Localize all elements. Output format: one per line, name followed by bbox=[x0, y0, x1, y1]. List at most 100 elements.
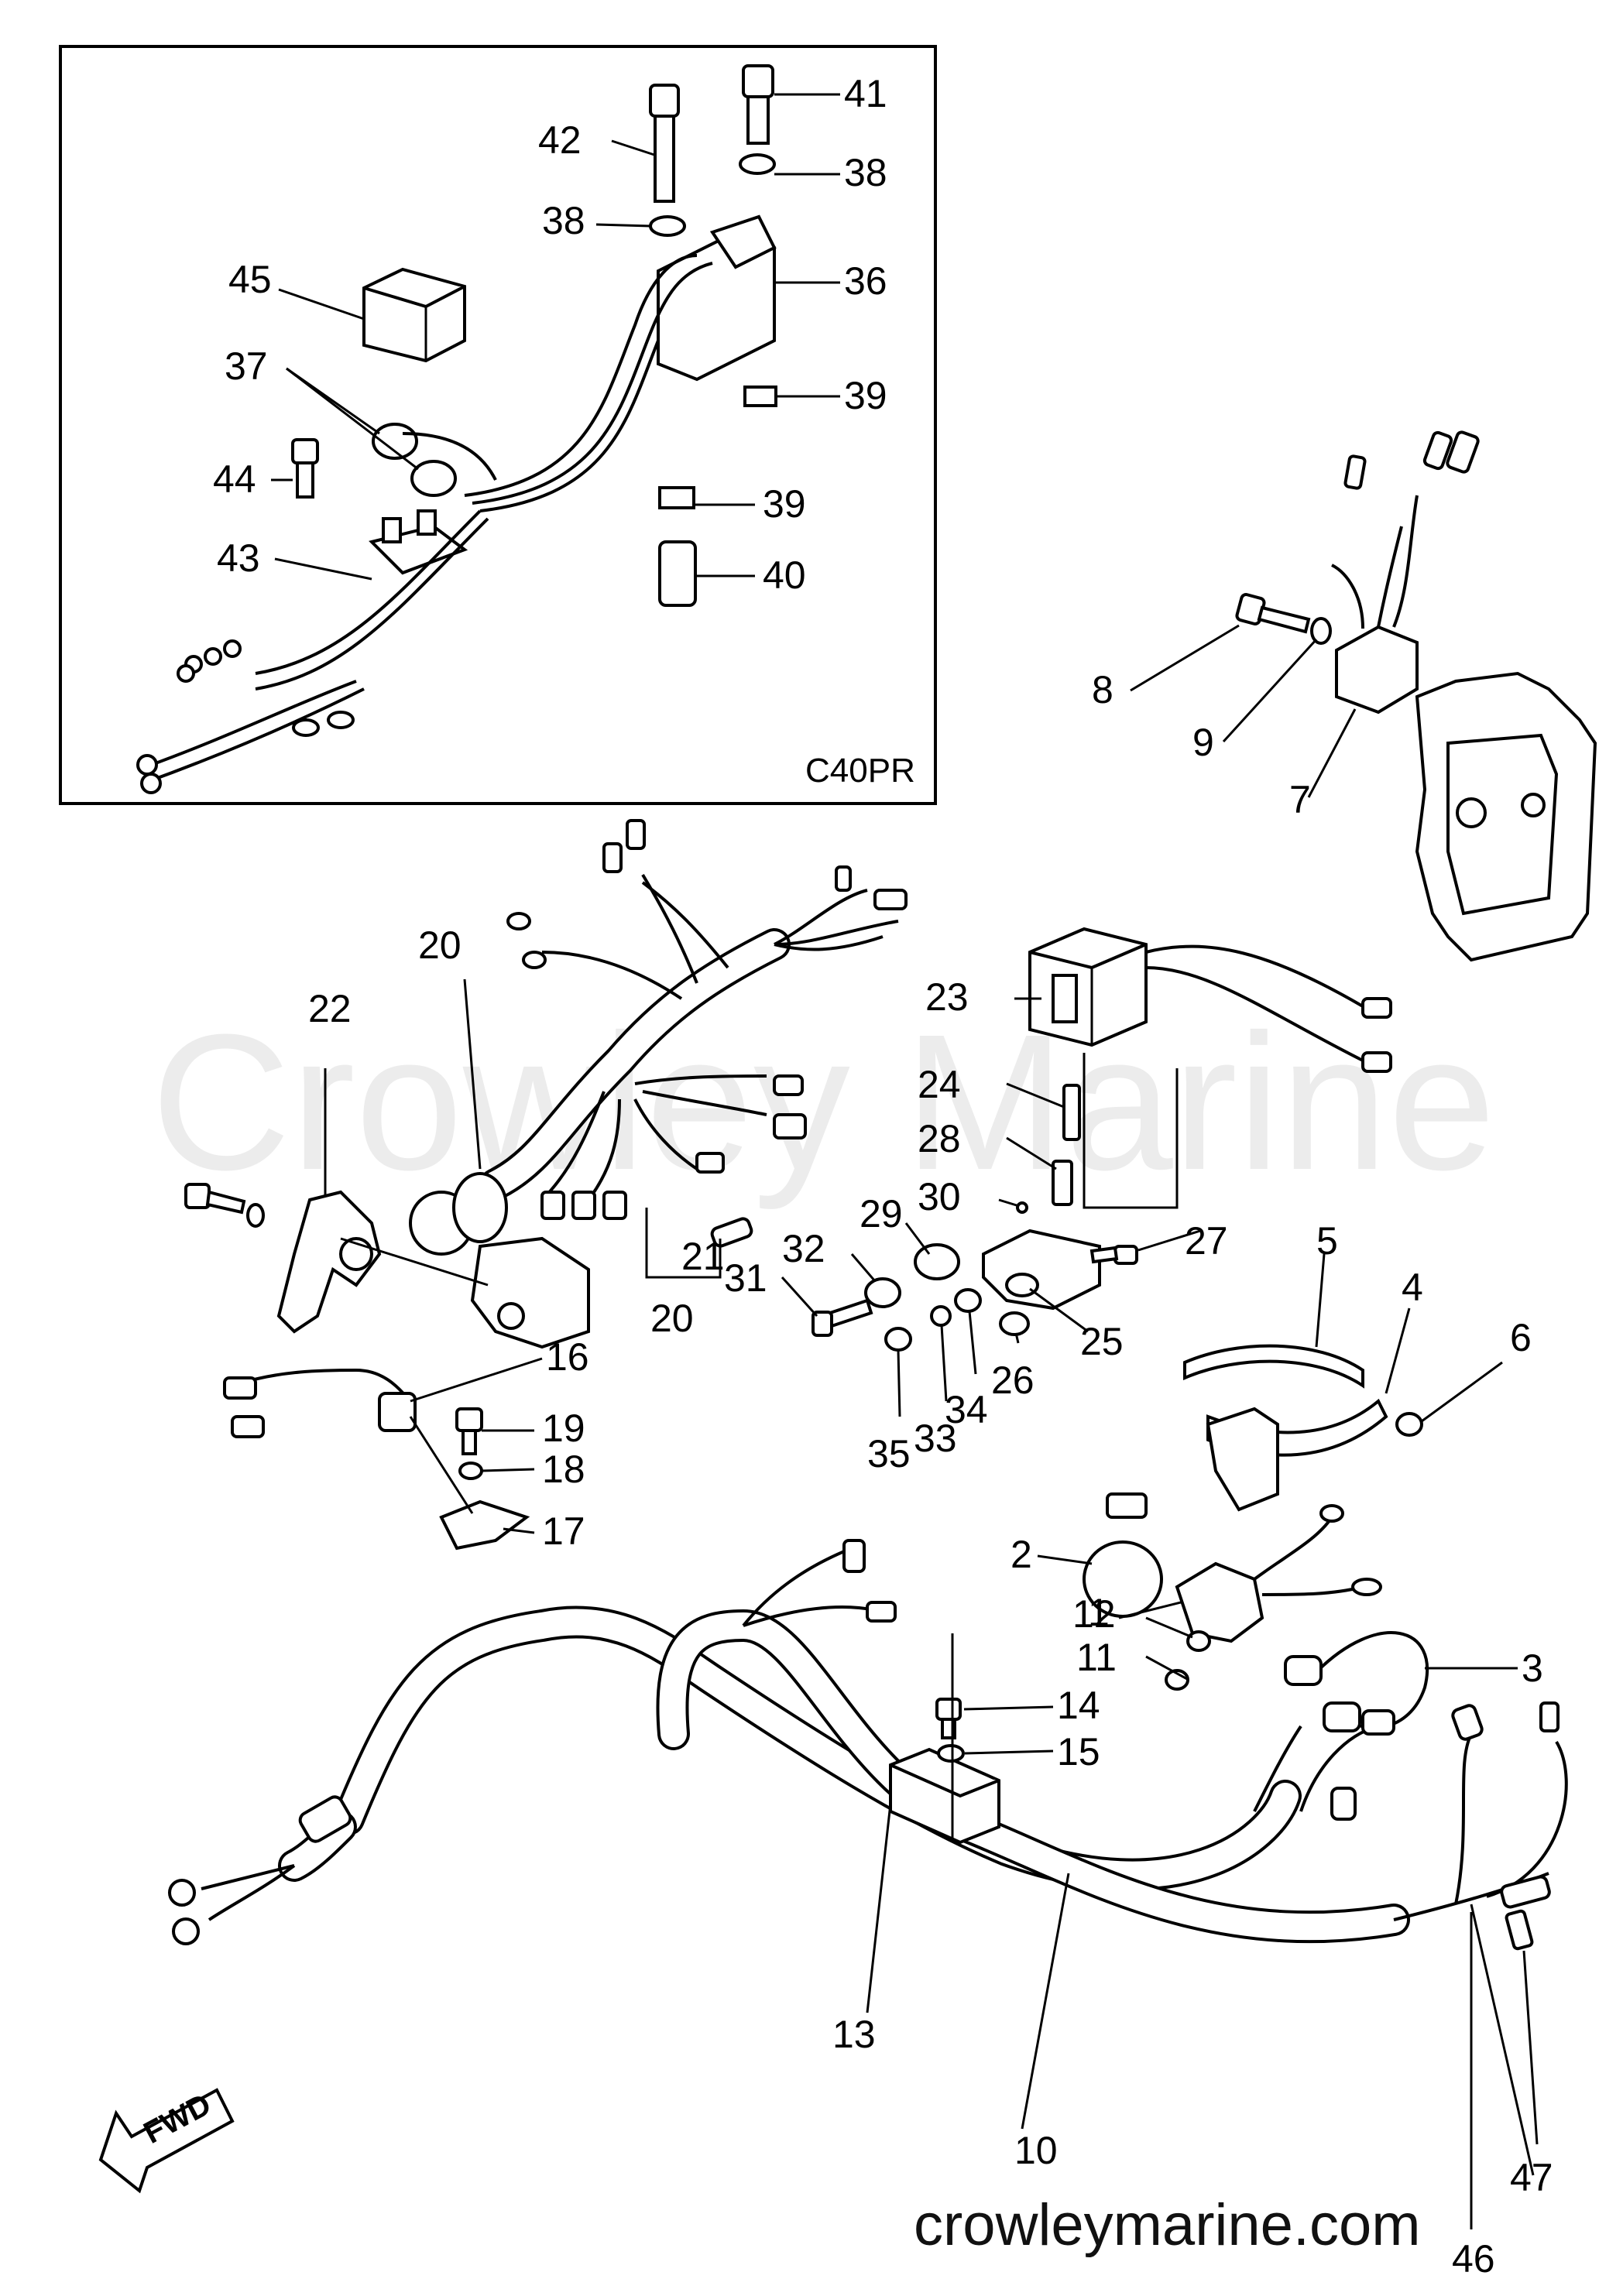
callout-18: 18 bbox=[542, 1448, 585, 1491]
bolt-41-icon bbox=[742, 64, 774, 145]
callout-41: 41 bbox=[844, 72, 887, 115]
callout-10: 10 bbox=[1014, 2129, 1058, 2172]
screw-6-icon bbox=[1395, 1412, 1423, 1437]
callout-39: 39 bbox=[844, 374, 887, 417]
bolt-27-icon bbox=[1089, 1245, 1138, 1265]
callout-28: 28 bbox=[918, 1117, 961, 1160]
grommet-26-icon bbox=[999, 1311, 1030, 1336]
regulator-assembly bbox=[1130, 430, 1597, 962]
callout-35: 35 bbox=[867, 1432, 911, 1475]
callout-7: 7 bbox=[1289, 778, 1311, 821]
callout-11: 11 bbox=[1076, 1636, 1117, 1679]
rectifier-36-icon bbox=[657, 214, 777, 382]
callout-43: 43 bbox=[217, 536, 260, 580]
callout-1: 1 bbox=[1088, 1591, 1110, 1634]
sensor-16-icon bbox=[223, 1368, 417, 1438]
callout-3: 3 bbox=[1522, 1647, 1543, 1690]
callout-33: 33 bbox=[914, 1417, 957, 1460]
callout-30: 30 bbox=[918, 1175, 961, 1218]
callout-20: 20 bbox=[418, 924, 462, 967]
fwd-arrow-icon: FWD bbox=[98, 2087, 235, 2194]
relay-45-icon bbox=[362, 267, 466, 363]
callout-14: 14 bbox=[1057, 1684, 1100, 1727]
pin-30-icon bbox=[1016, 1201, 1028, 1214]
switch-1-icon bbox=[1175, 1504, 1382, 1643]
grommet-34-icon bbox=[954, 1288, 982, 1313]
inset-box: C40PR bbox=[59, 45, 937, 805]
callout-39: 39 bbox=[763, 482, 806, 526]
bolt-42-icon bbox=[649, 84, 680, 203]
callout-27: 27 bbox=[1185, 1219, 1228, 1263]
callout-42: 42 bbox=[538, 118, 582, 162]
callout-36: 36 bbox=[844, 259, 887, 303]
cap-3-icon bbox=[1284, 1631, 1429, 1732]
collar-32-icon bbox=[864, 1277, 901, 1308]
grommet-25-icon bbox=[1005, 1273, 1039, 1297]
spring-24-icon bbox=[1062, 1084, 1081, 1141]
callout-20: 20 bbox=[650, 1297, 694, 1340]
cap-37b-icon bbox=[410, 460, 457, 497]
collar-33-icon bbox=[930, 1305, 952, 1327]
regulator-7-icon bbox=[1335, 625, 1419, 715]
washer-15-icon bbox=[937, 1744, 965, 1763]
grommet-39b-icon bbox=[658, 486, 695, 509]
callout-15: 15 bbox=[1057, 1730, 1100, 1773]
callout-46: 46 bbox=[1452, 2237, 1495, 2281]
bolt-44-icon bbox=[291, 438, 319, 499]
clamp-5-icon bbox=[1183, 1344, 1364, 1389]
bracket-17-icon bbox=[439, 1499, 530, 1551]
callout-44: 44 bbox=[213, 457, 256, 501]
callout-21: 21 bbox=[681, 1235, 725, 1278]
callout-40: 40 bbox=[763, 553, 806, 597]
holder-icon bbox=[1206, 1407, 1279, 1512]
connector-icon bbox=[1446, 430, 1480, 474]
bolt-14-icon bbox=[935, 1698, 962, 1739]
plunger-28-icon bbox=[1052, 1160, 1073, 1206]
callout-29: 29 bbox=[860, 1192, 903, 1235]
connector-icon bbox=[1343, 454, 1367, 490]
callout-38: 38 bbox=[844, 151, 887, 194]
terminal-block-43-icon bbox=[369, 509, 468, 575]
callout-31: 31 bbox=[724, 1256, 767, 1300]
bolt-31-icon bbox=[812, 1298, 873, 1337]
callout-47: 47 bbox=[1510, 2156, 1553, 2199]
bracket-22-icon bbox=[184, 1068, 590, 1349]
harness-10-icon bbox=[168, 1539, 1568, 1951]
inset-tag: C40PR bbox=[805, 752, 915, 790]
callout-37: 37 bbox=[225, 344, 268, 388]
callout-26: 26 bbox=[991, 1359, 1035, 1402]
callout-2: 2 bbox=[1011, 1533, 1032, 1576]
callout-4: 4 bbox=[1402, 1266, 1423, 1309]
watermark: Crowley Marine bbox=[151, 994, 1496, 1210]
nut-35-icon bbox=[884, 1327, 912, 1352]
callout-24: 24 bbox=[918, 1063, 961, 1106]
washer-9-icon bbox=[1310, 617, 1332, 645]
collar-40-icon bbox=[658, 540, 697, 607]
callout-23: 23 bbox=[925, 975, 969, 1019]
footer-url: crowleymarine.com bbox=[914, 2192, 1421, 2258]
washer-38-icon bbox=[739, 153, 776, 175]
washer-12-icon bbox=[1186, 1630, 1211, 1652]
inset-terminals-icon bbox=[136, 639, 355, 794]
bolt-19-icon bbox=[455, 1407, 483, 1455]
callout-22: 22 bbox=[308, 987, 352, 1030]
washer-18-icon bbox=[458, 1462, 483, 1480]
callout-6: 6 bbox=[1510, 1316, 1532, 1359]
solenoid-23-icon bbox=[1028, 927, 1392, 1073]
callout-16: 16 bbox=[546, 1335, 589, 1379]
grommet-29-icon bbox=[914, 1243, 960, 1280]
cap-37a-icon bbox=[372, 423, 418, 460]
connector-icon bbox=[1422, 430, 1453, 471]
callout-17: 17 bbox=[542, 1510, 585, 1553]
bolt-8-icon bbox=[1235, 593, 1311, 634]
callout-45: 45 bbox=[228, 258, 272, 301]
callout-5: 5 bbox=[1316, 1219, 1338, 1263]
callout-8: 8 bbox=[1092, 668, 1113, 711]
grommet-39a-icon bbox=[743, 386, 777, 407]
callout-34: 34 bbox=[945, 1388, 988, 1431]
callout-19: 19 bbox=[542, 1407, 585, 1450]
callout-25: 25 bbox=[1080, 1320, 1124, 1363]
washer-38b-icon bbox=[649, 215, 686, 237]
callout-9: 9 bbox=[1192, 721, 1214, 764]
